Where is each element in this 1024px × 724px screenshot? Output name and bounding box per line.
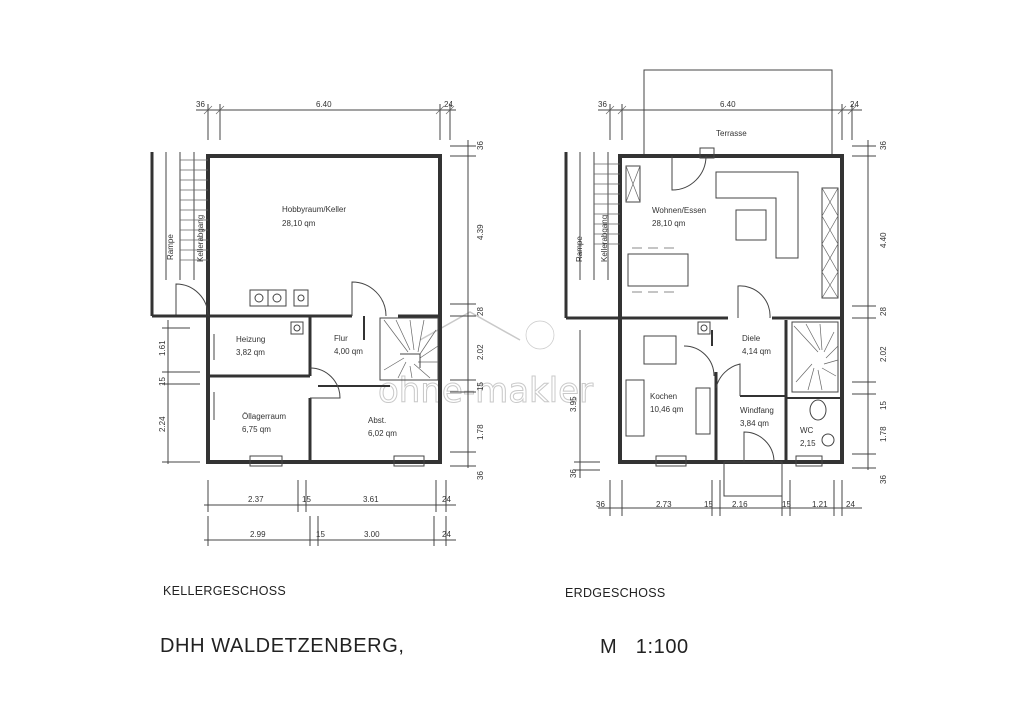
sheet-scale: M 1:100 <box>600 636 689 658</box>
svg-text:36: 36 <box>196 100 205 109</box>
room-wc-area: 2,15 <box>800 439 816 448</box>
basement-rampe-label: Rampe <box>166 234 175 260</box>
svg-text:36: 36 <box>596 500 605 509</box>
svg-text:28: 28 <box>879 307 888 316</box>
ground-plan: Terrasse <box>564 69 888 516</box>
svg-text:24: 24 <box>846 500 855 509</box>
svg-text:28: 28 <box>476 307 485 316</box>
room-kochen-name: Kochen <box>650 392 677 401</box>
svg-text:6.40: 6.40 <box>720 100 736 109</box>
room-wc-name: WC <box>800 426 814 435</box>
basement-plan: Rampe Kellerabgang Hobbyraum/Keller 28,1… <box>150 100 485 546</box>
svg-text:4.39: 4.39 <box>476 224 485 240</box>
ground-caption: ERDGESCHOSS <box>565 586 666 600</box>
svg-text:24: 24 <box>442 530 451 539</box>
basement-outer-wall <box>206 154 442 464</box>
svg-text:2.73: 2.73 <box>656 500 672 509</box>
room-heizung-area: 3,82 qm <box>236 348 265 357</box>
room-diele-area: 4,14 qm <box>742 347 771 356</box>
svg-text:2.02: 2.02 <box>476 344 485 360</box>
svg-text:36: 36 <box>879 475 888 484</box>
room-hobby-area: 28,10 qm <box>282 219 316 228</box>
room-windfang-area: 3,84 qm <box>740 419 769 428</box>
basement-kellerabgang-label: Kellerabgang <box>196 215 205 262</box>
svg-text:36: 36 <box>598 100 607 109</box>
ground-rampe-label: Rampe <box>575 236 584 262</box>
room-windfang-name: Windfang <box>740 406 774 415</box>
svg-text:2.37: 2.37 <box>248 495 264 504</box>
svg-text:3.61: 3.61 <box>363 495 379 504</box>
basement-dimensions: 36 6.40 24 36 4.39 28 2.02 15 1.78 36 1.… <box>158 100 485 546</box>
living-furniture <box>625 155 839 299</box>
room-flur-area: 4,00 qm <box>334 347 363 356</box>
room-abst-area: 6,02 qm <box>368 429 397 438</box>
svg-text:15: 15 <box>158 377 167 386</box>
watermark-text: ohne-makler <box>378 371 593 411</box>
room-flur-name: Flur <box>334 334 348 343</box>
svg-text:1.78: 1.78 <box>476 424 485 440</box>
svg-text:24: 24 <box>442 495 451 504</box>
svg-text:3.95: 3.95 <box>569 396 578 412</box>
terrace-label: Terrasse <box>716 129 747 138</box>
svg-text:15: 15 <box>879 401 888 410</box>
svg-text:2.02: 2.02 <box>879 346 888 362</box>
ground-kellerabgang-label: Kellerabgang <box>600 215 609 262</box>
svg-text:24: 24 <box>444 100 453 109</box>
svg-text:2.99: 2.99 <box>250 530 266 539</box>
ground-outer-wall <box>618 154 844 464</box>
room-wohnen-area: 28,10 qm <box>652 219 686 228</box>
svg-text:36: 36 <box>879 141 888 150</box>
sheet-title: DHH WALDETZENBERG, <box>160 635 405 657</box>
room-kochen-area: 10,46 qm <box>650 405 684 414</box>
basement-ramp: Rampe Kellerabgang <box>150 152 208 318</box>
basement-caption: KELLERGESCHOSS <box>163 584 286 598</box>
svg-text:2.24: 2.24 <box>158 416 167 432</box>
svg-text:15: 15 <box>302 495 311 504</box>
svg-text:15: 15 <box>476 382 485 391</box>
svg-text:36: 36 <box>476 471 485 480</box>
svg-text:1.21: 1.21 <box>812 500 828 509</box>
room-diele-name: Diele <box>742 334 761 343</box>
room-heizung-name: Heizung <box>236 335 265 344</box>
svg-text:1.61: 1.61 <box>158 340 167 356</box>
svg-text:36: 36 <box>569 469 578 478</box>
kitchen-furniture <box>625 321 715 437</box>
svg-text:1.78: 1.78 <box>879 426 888 442</box>
svg-text:15: 15 <box>704 500 713 509</box>
svg-text:24: 24 <box>850 100 859 109</box>
ground-dimensions: 36 6.40 24 36 4.40 28 2.02 15 1.78 36 3.… <box>569 100 888 516</box>
watermark: ohne-makler <box>378 311 594 412</box>
room-wohnen-name: Wohnen/Essen <box>652 206 706 215</box>
svg-text:6.40: 6.40 <box>316 100 332 109</box>
room-oellager-name: Öllagerraum <box>242 412 286 421</box>
room-hobby-name: Hobbyraum/Keller <box>282 205 346 214</box>
basement-stair <box>379 317 439 381</box>
ground-stair <box>791 321 839 393</box>
svg-text:2.16: 2.16 <box>732 500 748 509</box>
ground-ramp: Rampe Kellerabgang <box>564 152 620 320</box>
terrace-outline <box>643 69 833 157</box>
svg-text:15: 15 <box>782 500 791 509</box>
room-abst-name: Abst. <box>368 416 386 425</box>
svg-text:15: 15 <box>316 530 325 539</box>
svg-text:3.00: 3.00 <box>364 530 380 539</box>
room-oellager-area: 6,75 qm <box>242 425 271 434</box>
svg-text:36: 36 <box>476 141 485 150</box>
svg-text:4.40: 4.40 <box>879 232 888 248</box>
